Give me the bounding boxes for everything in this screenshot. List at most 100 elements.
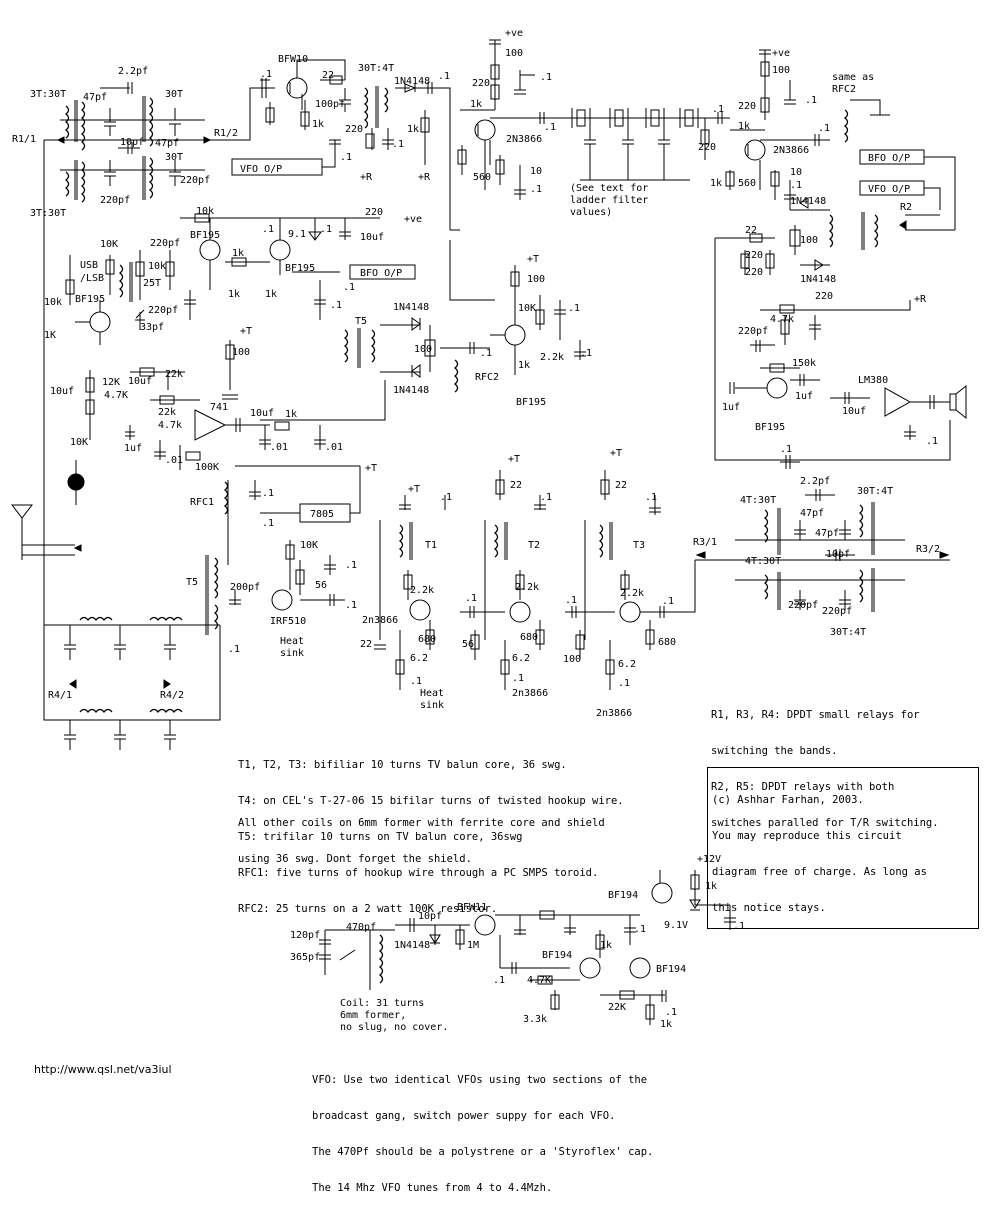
- label-plust-c: +T: [365, 463, 377, 474]
- relay-notes: R1, R3, R4: DPDT small relays for switch…: [711, 685, 939, 841]
- label-plust-f: +T: [610, 448, 622, 459]
- label-220-f: 220: [745, 267, 763, 278]
- label-10uf-c: 10uf: [50, 386, 74, 397]
- note-line: The 14 Mhz VFO tunes from 4 to 4.4Mzh.: [312, 1182, 553, 1194]
- label-c1-z: .1: [440, 492, 452, 503]
- label-10uf-b: 10uf: [128, 376, 152, 387]
- label-01-b: .01: [270, 442, 288, 453]
- label-plusr-a: +R: [360, 172, 373, 183]
- label-r1-2: R1/2: [214, 128, 238, 139]
- label-coil-3: no slug, no cover.: [340, 1022, 448, 1033]
- label-plusve-b: +ve: [772, 48, 790, 59]
- label-365pf: 365pf: [290, 952, 320, 963]
- label-c1-t: .1: [780, 444, 792, 455]
- label-6-2-a: 6.2: [410, 653, 428, 664]
- label-10k-a: 10k: [196, 206, 214, 217]
- label-1n4148-e: 1N4148: [393, 385, 429, 396]
- label-22-d: 22: [510, 480, 522, 491]
- label-usb-1: USB: [80, 260, 98, 271]
- note-line: All other coils on 6mm former with ferri…: [238, 817, 605, 829]
- label-coil-2: 6mm former,: [340, 1010, 406, 1021]
- label-1m: 1M: [467, 940, 479, 951]
- label-c1-ad: .1: [512, 673, 524, 684]
- label-3t30t-b: 3T:30T: [30, 208, 66, 219]
- label-10k-c: 10k: [148, 261, 166, 272]
- 2n3866-driver-t1: [374, 495, 446, 690]
- label-c1-am: .1: [665, 1007, 677, 1018]
- label-c1-k: .1: [790, 180, 802, 191]
- label-10uf-d: 10uf: [250, 408, 274, 419]
- note-line: R1, R3, R4: DPDT small relays for: [711, 709, 920, 721]
- label-r1-1: R1/1: [12, 134, 36, 145]
- label-10uf-e: 10uf: [842, 406, 866, 417]
- label-ladder-note-1: (See text for: [570, 183, 648, 194]
- balanced-modulator: [260, 317, 490, 421]
- label-470pf: 470pf: [346, 922, 376, 933]
- label-same-as-2: RFC2: [832, 84, 856, 95]
- label-c1-af: .1: [565, 595, 577, 606]
- label-1k-f: 1k: [232, 248, 244, 259]
- label-1k-g: 1K: [44, 330, 56, 341]
- label-4-7k-c: 4.7k: [770, 314, 794, 325]
- label-1k-m: 1k: [600, 940, 612, 951]
- label-c1-j: .1: [818, 123, 830, 134]
- label-plusve-a: +ve: [505, 28, 523, 39]
- label-22k-c: 22K: [608, 1002, 626, 1013]
- label-1k-e: 1k: [710, 178, 722, 189]
- output-lowpass-filter: [43, 616, 221, 750]
- label-1n4148-a: 1N4148: [394, 76, 430, 87]
- label-100pf: 100pf: [315, 99, 345, 110]
- label-2-2pf: 2.2pf: [118, 66, 148, 77]
- label-2n3866-b: 2N3866: [773, 145, 809, 156]
- input-bandpass-filter: [43, 82, 225, 520]
- label-01-a: .01: [165, 455, 183, 466]
- label-560-b: 560: [738, 178, 756, 189]
- label-4t30t-a: 4T:30T: [740, 495, 776, 506]
- label-30t4t-b: 30T:4T: [857, 486, 893, 497]
- label-1k-l: 1k: [705, 881, 717, 892]
- note-line: (c) Ashhar Farhan, 2003.: [712, 794, 864, 806]
- label-30t-a: 30T: [165, 89, 183, 100]
- label-680-c: 680: [658, 637, 676, 648]
- label-9-1v: 9.1V: [664, 920, 688, 931]
- label-c1-u: .1: [262, 488, 274, 499]
- label-220pf-g: 220pf: [822, 606, 852, 617]
- label-c1-n: .1: [343, 282, 355, 293]
- label-c1-ab: .1: [540, 492, 552, 503]
- label-6-2-b: 6.2: [512, 653, 530, 664]
- label-10pf-b: 10pf: [826, 549, 850, 560]
- label-2n3866-e: 2n3866: [596, 708, 632, 719]
- label-220pf-c: 220pf: [150, 238, 180, 249]
- label-t2: T2: [528, 540, 540, 551]
- 2n3866-stage-a: [440, 39, 560, 231]
- label-c1-al: .1: [493, 975, 505, 986]
- label-220-h: 220: [815, 291, 833, 302]
- label-680-a: 680: [418, 634, 436, 645]
- coil-notes: All other coils on 6mm former with ferri…: [238, 793, 605, 877]
- label-c1-b: .1: [392, 139, 404, 150]
- label-220-a: 220: [345, 124, 363, 135]
- output-bandpass-filter: [695, 455, 950, 612]
- note-line: RFC2: 25 turns on a 2 watt 100K resistor…: [238, 903, 498, 915]
- label-bf195-b: BF195: [285, 263, 315, 274]
- label-c1-aa: .1: [410, 676, 422, 687]
- label-2-2k-c: 2.2k: [515, 582, 539, 593]
- label-r3-2: R3/2: [916, 544, 940, 555]
- transformer-3t30t-top: [64, 100, 86, 151]
- label-c1-m: .1: [320, 224, 332, 235]
- label-9-1: 9.1: [288, 229, 306, 240]
- note-line: T5: trifilar 10 turns on TV balun core, …: [238, 831, 523, 843]
- label-c1-ak: .1: [634, 924, 646, 935]
- label-2-2k-b: 2.2k: [410, 585, 434, 596]
- label-t5-b: T5: [186, 577, 198, 588]
- product-detector: [714, 197, 951, 461]
- label-2-2k-d: 2.2k: [620, 588, 644, 599]
- label-1k-b: 1k: [407, 124, 419, 135]
- label-ladder-note-2: ladder filter: [570, 195, 648, 206]
- label-12v: +12V: [697, 854, 721, 865]
- label-bf195-e: BF195: [755, 422, 785, 433]
- label-22k-b: 22k: [158, 407, 176, 418]
- label-c1-ag: .1: [618, 678, 630, 689]
- label-10k-f: 10K: [70, 437, 88, 448]
- label-100-g: 100: [563, 654, 581, 665]
